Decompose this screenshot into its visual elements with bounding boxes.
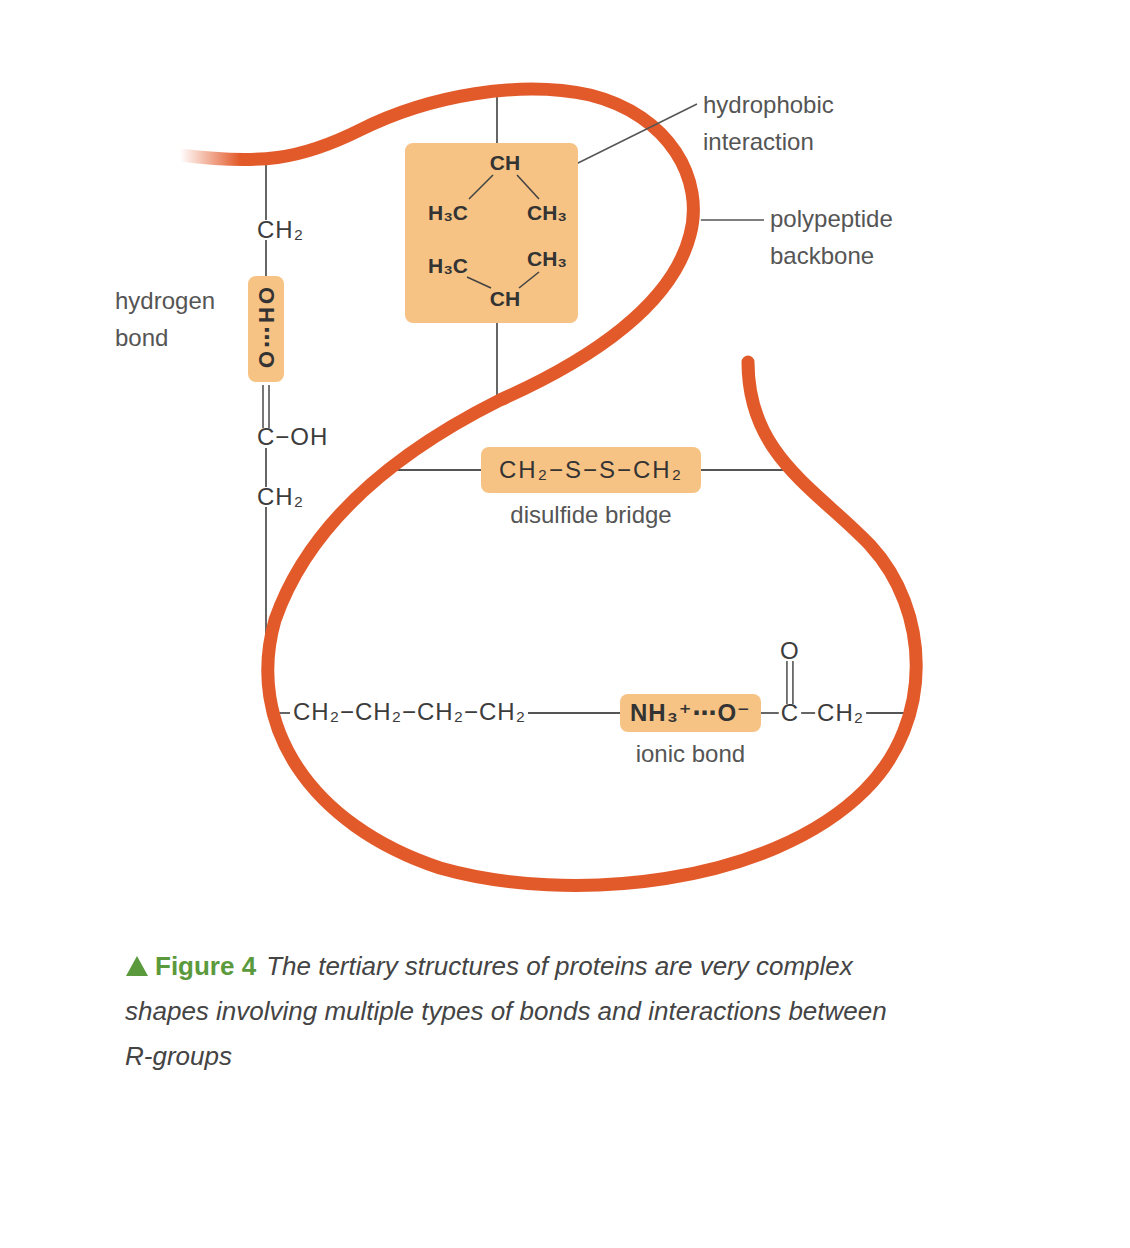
formula-text: CH₂−CH₂−CH₂−CH₂ xyxy=(293,698,526,726)
hydrogen-bond-box: OH⋯Ohydrogen bond xyxy=(248,276,284,382)
bond-line xyxy=(467,277,491,288)
figure-number: Figure 4 xyxy=(155,951,256,981)
leader-line xyxy=(701,219,764,221)
callout-label: hydrophobic interaction xyxy=(703,86,873,160)
formula-text: CH₃ xyxy=(527,201,567,225)
bond-line xyxy=(496,323,498,402)
bond-line xyxy=(388,469,481,471)
formula-text: C xyxy=(781,699,799,727)
bond-line xyxy=(761,712,779,714)
bond-line xyxy=(262,385,264,428)
bond-line xyxy=(265,448,267,487)
formula-text: CH₂ xyxy=(817,699,864,727)
bond-line xyxy=(517,175,539,199)
bond-label: ionic bond xyxy=(636,740,745,768)
bond-lines xyxy=(263,95,910,713)
bond-line xyxy=(792,661,794,704)
bond-label: hydrogen bond xyxy=(115,282,240,356)
figure-caption: Figure 4The tertiary structures of prote… xyxy=(125,944,915,1079)
formula-text: O xyxy=(780,637,800,665)
bond-line xyxy=(265,163,267,220)
formula-text: H₃C xyxy=(428,254,468,278)
formula-text: OH⋯O xyxy=(253,287,279,371)
formula-text: CH₂ xyxy=(257,216,304,244)
formula-text: CH xyxy=(490,287,520,311)
formula-text: CH₃ xyxy=(527,247,567,271)
triangle-marker xyxy=(126,956,148,976)
formula-text: H₃C xyxy=(428,201,468,225)
bond-line xyxy=(786,661,788,704)
bond-line xyxy=(496,95,498,143)
leader-line xyxy=(572,104,697,166)
formula-text: CH xyxy=(490,151,520,175)
bond-line xyxy=(469,175,493,199)
ionic-bond-box: NH₃⁺⋯O⁻ionic bond xyxy=(620,694,761,732)
bond-line xyxy=(265,240,267,276)
hydrophobic-box: CH H₃C CH₃ H₃C CH₃ CH xyxy=(405,143,578,323)
bond-line xyxy=(528,712,620,714)
formula-text: C−OH xyxy=(257,423,328,451)
bond-line xyxy=(268,385,270,428)
bond-line xyxy=(519,272,539,288)
disulfide-box: CH₂−S−S−CH₂disulfide bridge xyxy=(481,447,701,493)
callout-label: polypeptide backbone xyxy=(770,200,940,274)
bond-line xyxy=(801,712,815,714)
formula-text: NH₃⁺⋯O⁻ xyxy=(630,699,751,727)
triangle-marker xyxy=(125,955,149,977)
formula-text: CH₂−S−S−CH₂ xyxy=(499,456,683,484)
bond-label: disulfide bridge xyxy=(510,501,671,529)
bond-line xyxy=(701,469,791,471)
formula-text: CH₂ xyxy=(257,483,304,511)
